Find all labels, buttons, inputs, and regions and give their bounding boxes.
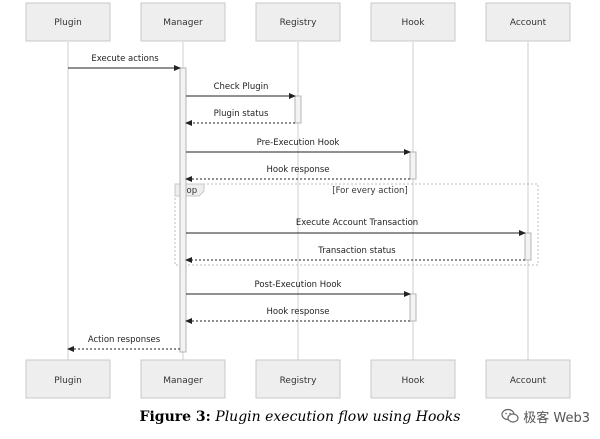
activation-account bbox=[524, 232, 532, 261]
actor-hook-bottom: Hook bbox=[370, 359, 456, 399]
actor-account-top: Account bbox=[485, 2, 571, 42]
actor-manager-bottom: Manager bbox=[140, 359, 226, 399]
figure-caption: Figure 3: Plugin execution flow using Ho… bbox=[0, 409, 600, 425]
loop-label: loop bbox=[179, 186, 197, 196]
actor-plugin-bottom-label: Plugin bbox=[54, 376, 82, 386]
message-label-check-plugin: Check Plugin bbox=[214, 82, 269, 92]
actor-plugin-top: Plugin bbox=[25, 2, 111, 42]
activation-manager bbox=[179, 67, 187, 353]
actor-manager-top-label: Manager bbox=[163, 18, 203, 28]
figure-title: Plugin execution flow using Hooks bbox=[215, 409, 461, 425]
actor-hook-bottom-label: Hook bbox=[402, 376, 426, 386]
actor-manager-top: Manager bbox=[140, 2, 226, 42]
actor-hook-top: Hook bbox=[370, 2, 456, 42]
message-label-hook-response-pre: Hook response bbox=[266, 165, 329, 175]
message-label-hook-response-post: Hook response bbox=[266, 307, 329, 317]
activation-registry bbox=[294, 95, 302, 124]
message-label-post-execution-hook: Post-Execution Hook bbox=[255, 280, 342, 290]
activation-hook-pre bbox=[409, 151, 417, 180]
figure-number: Figure 3: bbox=[139, 409, 211, 425]
actor-plugin-bottom: Plugin bbox=[25, 359, 111, 399]
actor-plugin-top-label: Plugin bbox=[54, 18, 82, 28]
watermark-text: 极客 Web3 bbox=[523, 410, 590, 426]
loop-frame bbox=[174, 183, 539, 266]
message-label-transaction-status: Transaction status bbox=[317, 246, 396, 256]
wechat-icon bbox=[501, 408, 519, 424]
actor-account-top-label: Account bbox=[510, 18, 547, 28]
watermark: 极客 Web3 bbox=[501, 407, 590, 426]
actor-registry-top: Registry bbox=[255, 2, 341, 42]
actor-account-bottom-label: Account bbox=[510, 376, 547, 386]
actor-registry-bottom-label: Registry bbox=[280, 376, 318, 386]
actor-hook-top-label: Hook bbox=[402, 18, 426, 28]
actor-account-bottom: Account bbox=[485, 359, 571, 399]
actor-registry-bottom: Registry bbox=[255, 359, 341, 399]
message-label-execute-account-transaction: Execute Account Transaction bbox=[296, 218, 418, 228]
actor-manager-bottom-label: Manager bbox=[163, 376, 203, 386]
message-label-plugin-status: Plugin status bbox=[214, 109, 269, 119]
activation-hook-post bbox=[409, 293, 417, 322]
message-label-execute-actions: Execute actions bbox=[91, 54, 159, 64]
message-label-pre-execution-hook: Pre-Execution Hook bbox=[257, 138, 340, 148]
message-label-action-responses: Action responses bbox=[88, 335, 161, 345]
actor-registry-top-label: Registry bbox=[280, 18, 318, 28]
loop-condition: [For every action] bbox=[332, 186, 408, 196]
